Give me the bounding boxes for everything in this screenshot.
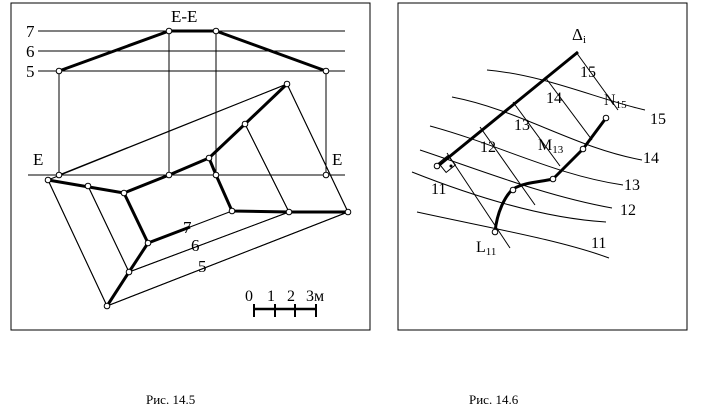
slope-line [286,83,349,213]
figure-14-6: Δi 15 14 13 12 11 N15 M13 L11 15 14 13 1… [397,2,688,407]
section-label: E-E [171,7,197,26]
point-label-l11: L11 [476,239,496,258]
grade-label-15: 15 [580,64,596,81]
grade-label-13: 13 [514,117,530,134]
point [241,120,249,128]
grade-line-11 [446,152,511,249]
point [228,207,236,215]
contour-label-7: 7 [183,218,192,237]
grade-line-14 [544,76,593,141]
contour-curve-15 [486,69,646,111]
contour-curve-12 [419,149,613,209]
slope-line [244,123,290,213]
scale-label-3: 3м [306,288,324,305]
point-l11 [491,228,499,236]
right-angle-marker [437,154,457,174]
point [433,162,441,170]
contour-label-5: 5 [198,257,207,276]
point [120,189,128,197]
grade-line-13 [512,101,561,167]
contour-curve-14 [451,96,643,161]
section-level-label-6: 6 [26,42,35,61]
point [165,27,173,35]
grade-line-15 [575,51,619,111]
grade-line-12 [479,126,536,206]
ridge-line-left [105,192,150,307]
point [103,302,111,310]
right-angle-dot [449,164,453,168]
grade-label-11: 11 [431,181,446,198]
ridge-line-right [207,157,348,214]
point [212,171,220,179]
contour-label-11: 11 [591,235,606,252]
figure-caption-14-5: Рис. 14.5 [146,392,195,407]
figure-14-5: 7 6 5 E-E E E [10,2,371,407]
point [55,67,63,75]
figure-14-6-frame [397,2,688,331]
section-level-label-5: 5 [26,62,35,81]
point-label-n15: N15 [604,92,627,111]
figure-14-5-frame [10,2,371,331]
point [84,182,92,190]
point [509,186,517,194]
contour-label-12: 12 [620,202,636,219]
point [344,208,352,216]
point-n15 [602,114,610,122]
slope-line [128,211,290,273]
slope-line [106,211,349,307]
point [322,67,330,75]
figure-caption-14-6: Рис. 14.6 [469,392,519,407]
point [144,239,152,247]
grade-label-12: 12 [480,139,496,156]
contour-label-13: 13 [624,177,640,194]
slope-line [47,179,108,307]
section-profile [58,29,327,73]
scale-bar: 0 1 2 3м [245,288,324,317]
point [165,171,173,179]
point [55,171,63,179]
slope-line [87,185,130,273]
point [579,145,587,153]
scale-label-0: 0 [245,288,253,305]
scale-line-label: Δi [572,25,586,46]
contour-label-15: 15 [650,111,666,128]
contour-curve-11 [416,211,610,259]
slope-line [58,83,288,176]
grade-scale-line [437,50,579,168]
point [285,208,293,216]
point-label-m13: M13 [538,137,564,156]
point-m13 [549,175,557,183]
contour-curve-11-upper [411,171,607,223]
contour-curve-13 [429,125,624,186]
contour-label-6: 6 [191,236,200,255]
point [322,171,330,179]
ridge-line-inner [147,225,191,245]
ridge-line-upper [47,82,289,195]
cutting-plane-label-right: E [332,150,342,169]
point [283,80,291,88]
point [205,154,213,162]
point [212,27,220,35]
grade-label-14: 14 [546,90,562,107]
point [44,176,52,184]
point [125,268,133,276]
contour-label-14: 14 [643,150,659,167]
scale-label-2: 2 [287,288,295,305]
section-level-label-7: 7 [26,22,35,41]
scale-label-1: 1 [267,288,275,305]
cutting-plane-label-left: E [33,150,43,169]
